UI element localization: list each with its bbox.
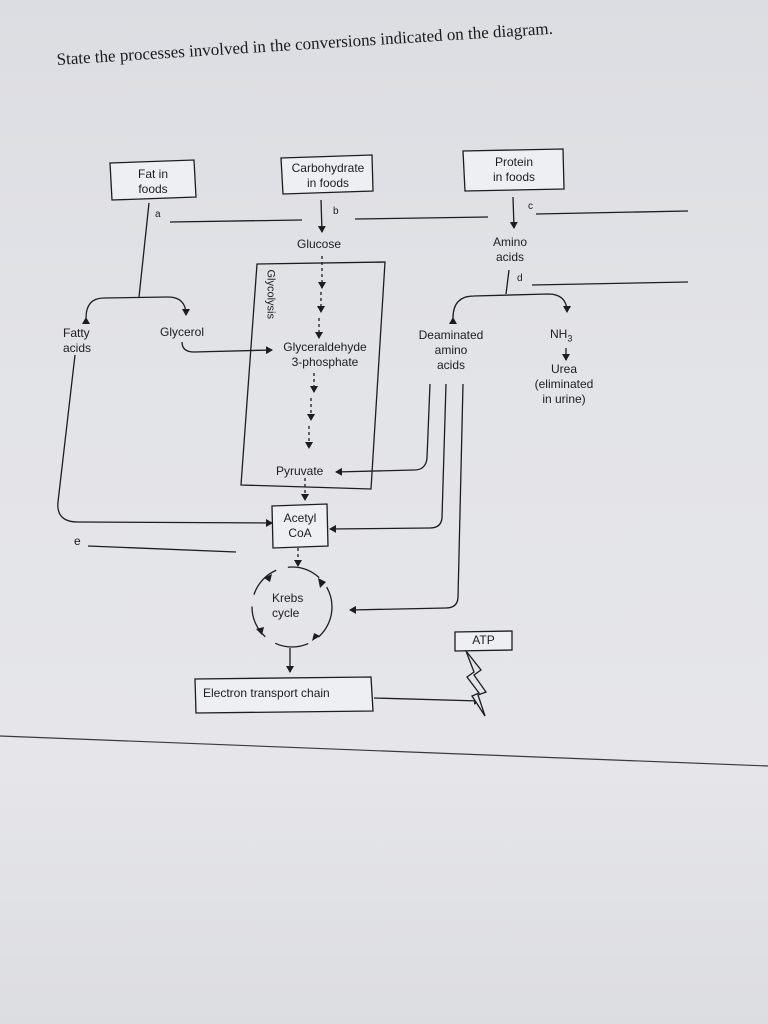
deaminated-to-acetyl-arrow bbox=[329, 383, 447, 533]
krebs-cycle-circle bbox=[251, 566, 333, 648]
blank-label-e: e bbox=[74, 534, 81, 548]
fat-label: Fat in foods bbox=[118, 167, 188, 197]
fat-label-line-2: foods bbox=[138, 182, 168, 196]
nh3-text: NH bbox=[550, 327, 568, 341]
urea-line-2: (eliminated bbox=[534, 377, 594, 391]
acetyl-coa-line-2: CoA bbox=[288, 526, 312, 540]
protein-box bbox=[462, 148, 565, 192]
g3p-line-2: 3-phosphate bbox=[291, 355, 359, 369]
acetyl-coa-line-1: Acetyl bbox=[283, 511, 317, 525]
blank-line-e[interactable] bbox=[87, 545, 237, 553]
urea-label: Urea (eliminated in urine) bbox=[522, 362, 606, 407]
protein-label-line-2: in foods bbox=[492, 170, 536, 184]
protein-label-line-1: Protein bbox=[494, 155, 534, 169]
glycolysis-arrows bbox=[294, 256, 326, 567]
deaminated-line-3: acids bbox=[436, 358, 465, 372]
amino-acids-line-1: Amino bbox=[492, 235, 527, 249]
atp-label: ATP bbox=[472, 633, 495, 647]
blank-line-a[interactable] bbox=[169, 219, 303, 223]
fat-label-line-1: Fat in bbox=[137, 167, 168, 181]
fatty-acids-line-1: Fatty bbox=[63, 326, 90, 340]
pyruvate-label: Pyruvate bbox=[276, 464, 324, 478]
fat-split-line bbox=[81, 296, 190, 325]
amino-acids-line-2: acids bbox=[495, 250, 524, 264]
g3p-line-1: Glyceraldehyde bbox=[283, 340, 367, 354]
nh3-label: NH3 bbox=[550, 327, 572, 346]
fatty-acids-line-2: acids bbox=[63, 341, 92, 355]
carbohydrate-label-line-1: Carbohydrate bbox=[291, 161, 365, 175]
protein-arrow bbox=[509, 196, 518, 229]
deaminated-label: Deaminated amino acids bbox=[410, 328, 492, 373]
carbohydrate-label-line-2: in foods bbox=[306, 176, 350, 190]
etc-to-atp-arrow bbox=[373, 696, 481, 705]
etc-box bbox=[194, 676, 374, 714]
krebs-line-1: Krebs bbox=[272, 591, 304, 605]
acetyl-coa-box bbox=[271, 503, 329, 549]
fatty-acids-label: Fatty acids bbox=[63, 326, 91, 356]
etc-label: Electron transport chain bbox=[203, 686, 330, 700]
blank-label-b: b bbox=[333, 206, 339, 217]
deaminated-to-pyruvate-arrow bbox=[335, 383, 431, 476]
fat-stem bbox=[138, 202, 150, 298]
blank-label-d: d bbox=[517, 273, 523, 284]
glycerol-arrow bbox=[181, 341, 273, 355]
deaminated-line-1: Deaminated bbox=[418, 328, 484, 342]
amino-acids-label: Amino acids bbox=[482, 235, 538, 265]
krebs-cycle-arrowheads bbox=[256, 574, 326, 641]
urea-line-3: in urine) bbox=[542, 392, 586, 406]
fat-box bbox=[109, 159, 197, 201]
protein-label: Protein in foods bbox=[466, 155, 562, 185]
glycolysis-label-wrap: Glycolysis bbox=[258, 270, 278, 330]
glycerol-label: Glycerol bbox=[160, 325, 205, 339]
lightning-icon bbox=[465, 650, 488, 717]
blank-label-c: c bbox=[528, 201, 533, 212]
paper-rule-line bbox=[0, 735, 768, 767]
blank-line-b[interactable] bbox=[354, 216, 489, 220]
blank-line-d[interactable] bbox=[531, 281, 689, 286]
glycolysis-label: Glycolysis bbox=[264, 269, 277, 320]
deaminated-line-2: amino bbox=[434, 343, 468, 357]
fatty-acid-arrow bbox=[57, 354, 273, 527]
urea-line-1: Urea bbox=[550, 362, 577, 376]
atp-box bbox=[454, 630, 513, 652]
glucose-label: Glucose bbox=[297, 237, 342, 251]
carbohydrate-label: Carbohydrate in foods bbox=[284, 161, 372, 191]
acetyl-coa-label: Acetyl CoA bbox=[272, 511, 328, 541]
amino-stem bbox=[505, 269, 510, 295]
amino-split-line bbox=[448, 293, 571, 325]
carbohydrate-arrow bbox=[317, 199, 326, 233]
nh3-subscript: 3 bbox=[567, 333, 573, 344]
blank-line-c[interactable] bbox=[535, 210, 689, 215]
deaminated-to-krebs-arrow bbox=[349, 383, 464, 614]
carbohydrate-box bbox=[280, 154, 374, 195]
g3p-label: Glyceraldehyde 3-phosphate bbox=[277, 340, 373, 370]
blank-label-a: a bbox=[155, 209, 161, 220]
krebs-label: Krebs cycle bbox=[272, 591, 303, 621]
krebs-line-2: cycle bbox=[272, 606, 300, 620]
glycolysis-box bbox=[240, 261, 386, 490]
